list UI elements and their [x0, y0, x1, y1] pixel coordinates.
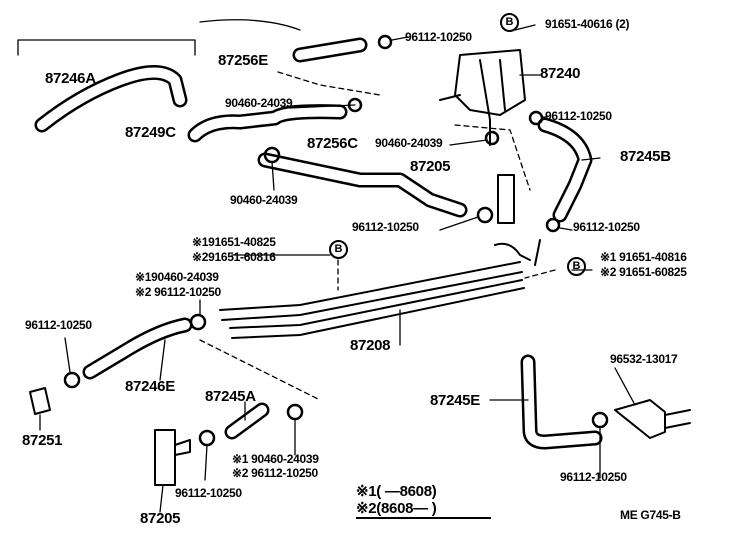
- fitting-87205-lower: [154, 429, 176, 486]
- fitting-87205-upper: [497, 174, 515, 224]
- label-87245B: 87245B: [620, 148, 671, 165]
- label-87205-lower: 87205: [140, 510, 181, 527]
- label-clip-87249c: 90460-24039: [225, 96, 293, 110]
- pipe-87208: [219, 239, 541, 339]
- label-clamp-low: 96112-10250: [175, 486, 242, 500]
- label-87256C: 87256C: [307, 135, 358, 152]
- label-87205-upper: 87205: [410, 158, 451, 175]
- label-bracket-l1: ※191651-40825: [192, 235, 276, 249]
- union-96532: [614, 399, 666, 439]
- label-clip-below: 90460-24039: [230, 193, 298, 207]
- label-87208: 87208: [350, 337, 391, 354]
- label-87256E: 87256E: [218, 52, 268, 69]
- note-1: ※1( —8608): [356, 483, 437, 500]
- label-clamp-left: 96112-10250: [25, 318, 92, 332]
- label-clamp-87245b: 96112-10250: [573, 220, 640, 234]
- label-bracket-l2: ※291651-60816: [192, 250, 276, 264]
- hose-87245E: [520, 354, 603, 450]
- diagram-code: ME G745-B: [620, 508, 681, 522]
- label-clamp-right-low: 96112-10250: [560, 470, 627, 484]
- label-87246E: 87246E: [125, 378, 175, 395]
- bolt-marker-b: B: [500, 13, 519, 32]
- label-bracket-r1: ※1 91651-40816: [600, 250, 687, 264]
- label-87240: 87240: [540, 65, 581, 82]
- label-clip-mid1: ※190460-24039: [135, 270, 219, 284]
- label-87251: 87251: [22, 432, 63, 449]
- label-87245E: 87245E: [430, 392, 480, 409]
- label-clamp-87205: 96112-10250: [352, 220, 419, 234]
- fitting-87251: [29, 387, 51, 415]
- valve-87240: [439, 49, 526, 146]
- label-87245A: 87245A: [205, 388, 256, 405]
- bolt-marker-b-right: B: [567, 257, 586, 276]
- label-clamp-87240: 96112-10250: [545, 109, 612, 123]
- label-clamp-top: 96112-10250: [405, 30, 472, 44]
- bolt-marker-b-left: B: [329, 240, 348, 259]
- label-clip-87240: 90460-24039: [375, 136, 443, 150]
- label-bolt-b: 91651-40616 (2): [545, 17, 630, 31]
- note-2: ※2(8608— ): [356, 499, 491, 519]
- label-clip-low1: ※1 90460-24039: [232, 452, 319, 466]
- label-clip-mid2: ※2 96112-10250: [135, 285, 221, 299]
- label-87246A: 87246A: [45, 70, 96, 87]
- label-union: 96532-13017: [610, 352, 678, 366]
- label-bracket-r2: ※2 91651-60825: [600, 265, 687, 279]
- label-87249C: 87249C: [125, 124, 176, 141]
- label-clip-low2: ※2 96112-10250: [232, 466, 318, 480]
